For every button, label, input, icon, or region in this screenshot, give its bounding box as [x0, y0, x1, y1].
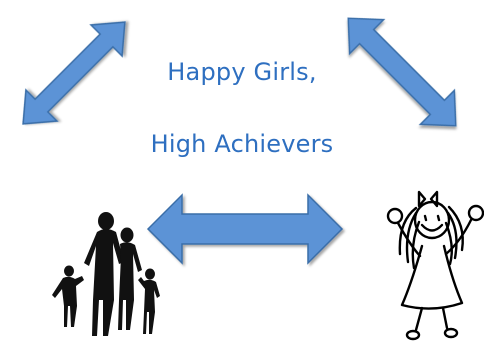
- title-line-1: Happy Girls,: [167, 58, 317, 86]
- right-diagonal-double-arrow: [347, 17, 457, 127]
- title-line-2: High Achievers: [150, 130, 334, 158]
- horizontal-double-arrow: [146, 193, 344, 265]
- left-diagonal-double-arrow: [22, 21, 126, 125]
